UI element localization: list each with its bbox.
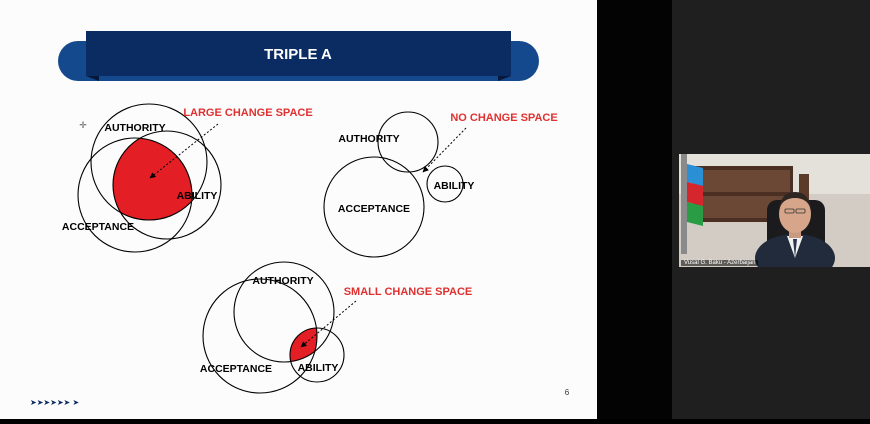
authority-circle	[90, 103, 208, 221]
banner-front-rect	[86, 31, 511, 76]
large-change-caption: LARGE CHANGE SPACE	[183, 107, 312, 119]
presentation-slide: TRIPLE A AUTHORITY ABILITY ACCEPTANCE LA…	[0, 0, 597, 419]
participant-video-tile[interactable]: Vusal G. Baku - Azerbaijan	[679, 154, 870, 267]
cursor-crosshair-icon: ✛	[79, 120, 87, 130]
pointer-arrow	[149, 123, 219, 179]
acceptance-circle	[202, 278, 318, 394]
ability-circle	[289, 327, 345, 383]
page-number: 6	[565, 388, 570, 397]
video-frame	[679, 154, 870, 267]
overlap-region-large	[113, 138, 192, 220]
footer-arrows-decoration: ➤➤➤➤➤➤ ➤	[30, 398, 79, 407]
panel-divider	[597, 0, 672, 419]
acceptance-circle	[77, 137, 193, 253]
authority-circle	[233, 261, 335, 363]
diagram-large-change: AUTHORITY ABILITY ACCEPTANCE LARGE CHANG…	[62, 103, 313, 253]
acceptance-label: ACCEPTANCE	[62, 221, 134, 233]
authority-label: AUTHORITY	[104, 122, 165, 134]
slide-canvas: TRIPLE A AUTHORITY ABILITY ACCEPTANCE LA…	[30, 31, 570, 407]
acceptance-label: ACCEPTANCE	[338, 203, 410, 215]
ability-label: ABILITY	[298, 362, 339, 374]
diagram-no-change: AUTHORITY ABILITY ACCEPTANCE NO CHANGE S…	[323, 111, 558, 258]
authority-label: AUTHORITY	[252, 275, 313, 287]
authority-circle	[377, 111, 439, 173]
small-change-caption: SMALL CHANGE SPACE	[344, 286, 473, 298]
no-change-caption: NO CHANGE SPACE	[450, 112, 557, 124]
ability-circle	[426, 165, 464, 203]
slide-title: TRIPLE A	[264, 46, 332, 63]
acceptance-label: ACCEPTANCE	[200, 363, 272, 375]
pointer-arrow	[422, 127, 467, 173]
participant-name-label: Vusal G. Baku - Azerbaijan	[681, 260, 759, 266]
ability-circle	[112, 130, 222, 240]
ability-label: ABILITY	[177, 190, 218, 202]
authority-label: AUTHORITY	[338, 133, 399, 145]
title-banner: TRIPLE A	[58, 31, 539, 81]
diagram-small-change: AUTHORITY ABILITY ACCEPTANCE SMALL CHANG…	[200, 261, 473, 394]
acceptance-circle	[323, 156, 425, 258]
ability-label: ABILITY	[434, 180, 475, 192]
